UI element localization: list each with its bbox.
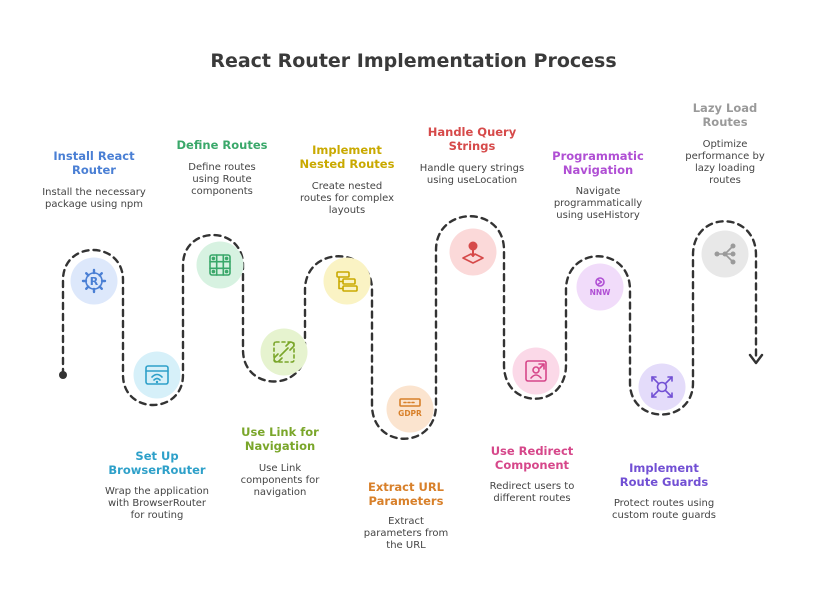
step-description-9: Navigate programmatically using useHisto…: [553, 186, 643, 221]
step-title-7: Handle Query Strings: [427, 125, 517, 153]
step-title-8: Use Redirect Component: [490, 444, 574, 472]
step-title-11: Lazy Load Routes: [692, 101, 758, 129]
step-node-7: [449, 228, 497, 276]
step-title-3: Define Routes: [176, 138, 268, 152]
link-chain-icon: [273, 341, 295, 363]
step-node-6: GDPR: [386, 385, 434, 433]
step-title-5: Implement Nested Routes: [299, 143, 395, 171]
step-description-3: Define routes using Route components: [188, 162, 256, 197]
step-title-6: Extract URL Parameters: [367, 480, 445, 508]
step-title-2: Set Up BrowserRouter: [108, 449, 206, 477]
step-node-4: [260, 328, 308, 376]
grid-network-icon: [209, 254, 231, 276]
step-node-bg-9: [576, 263, 624, 311]
nnw-icon: NNW: [590, 277, 612, 297]
guard-arrows-icon: [651, 376, 673, 398]
step-node-2: [133, 351, 181, 399]
step-node-bg-10: [638, 363, 686, 411]
step-description-11: Optimize performance by lazy loading rou…: [685, 139, 765, 186]
path-start-dot: [59, 371, 67, 379]
step-description-2: Wrap the application with BrowserRouter …: [105, 486, 209, 521]
step-description-10: Protect routes using custom route guards: [612, 498, 716, 521]
step-description-6: Extract parameters from the URL: [363, 516, 449, 551]
step-node-bg-1: [70, 257, 118, 305]
step-node-bg-3: [196, 241, 244, 289]
step-title-10: Implement Route Guards: [619, 461, 709, 489]
lazy-tree-icon: [714, 243, 736, 265]
step-node-1: R: [70, 257, 118, 305]
svg-text:NNW: NNW: [590, 288, 612, 297]
step-description-7: Handle query strings using useLocation: [419, 163, 525, 186]
map-pin-icon: [462, 241, 484, 264]
step-node-10: [638, 363, 686, 411]
redirect-user-icon: [525, 360, 547, 382]
svg-text:GDPR: GDPR: [398, 409, 422, 418]
path-end-arrow-icon: [748, 353, 764, 365]
svg-text:R: R: [90, 275, 99, 288]
step-node-8: [512, 347, 560, 395]
step-title-1: Install React Router: [53, 149, 135, 177]
step-title-9: Programmatic Navigation: [552, 149, 644, 177]
step-description-8: Redirect users to different routes: [489, 481, 575, 504]
step-description-4: Use Link components for navigation: [240, 463, 320, 498]
dashed-connector: [61, 215, 758, 440]
nested-blocks-icon: [336, 271, 358, 292]
step-title-4: Use Link for Navigation: [241, 425, 319, 453]
step-node-3: [196, 241, 244, 289]
step-node-5: [323, 257, 371, 305]
step-node-bg-5: [323, 257, 371, 305]
step-description-1: Install the necessary package using npm: [42, 187, 146, 210]
diagram-title: React Router Implementation Process: [210, 50, 617, 72]
browser-wifi-icon: [145, 365, 169, 385]
react-router-icon: R: [81, 268, 107, 294]
step-node-bg-8: [512, 347, 560, 395]
step-node-bg-6: [386, 385, 434, 433]
step-node-9: NNW: [576, 263, 624, 311]
gdpr-icon: GDPR: [398, 398, 422, 418]
step-node-11: [701, 230, 749, 278]
step-description-5: Create nested routes for complex layouts: [299, 181, 395, 216]
